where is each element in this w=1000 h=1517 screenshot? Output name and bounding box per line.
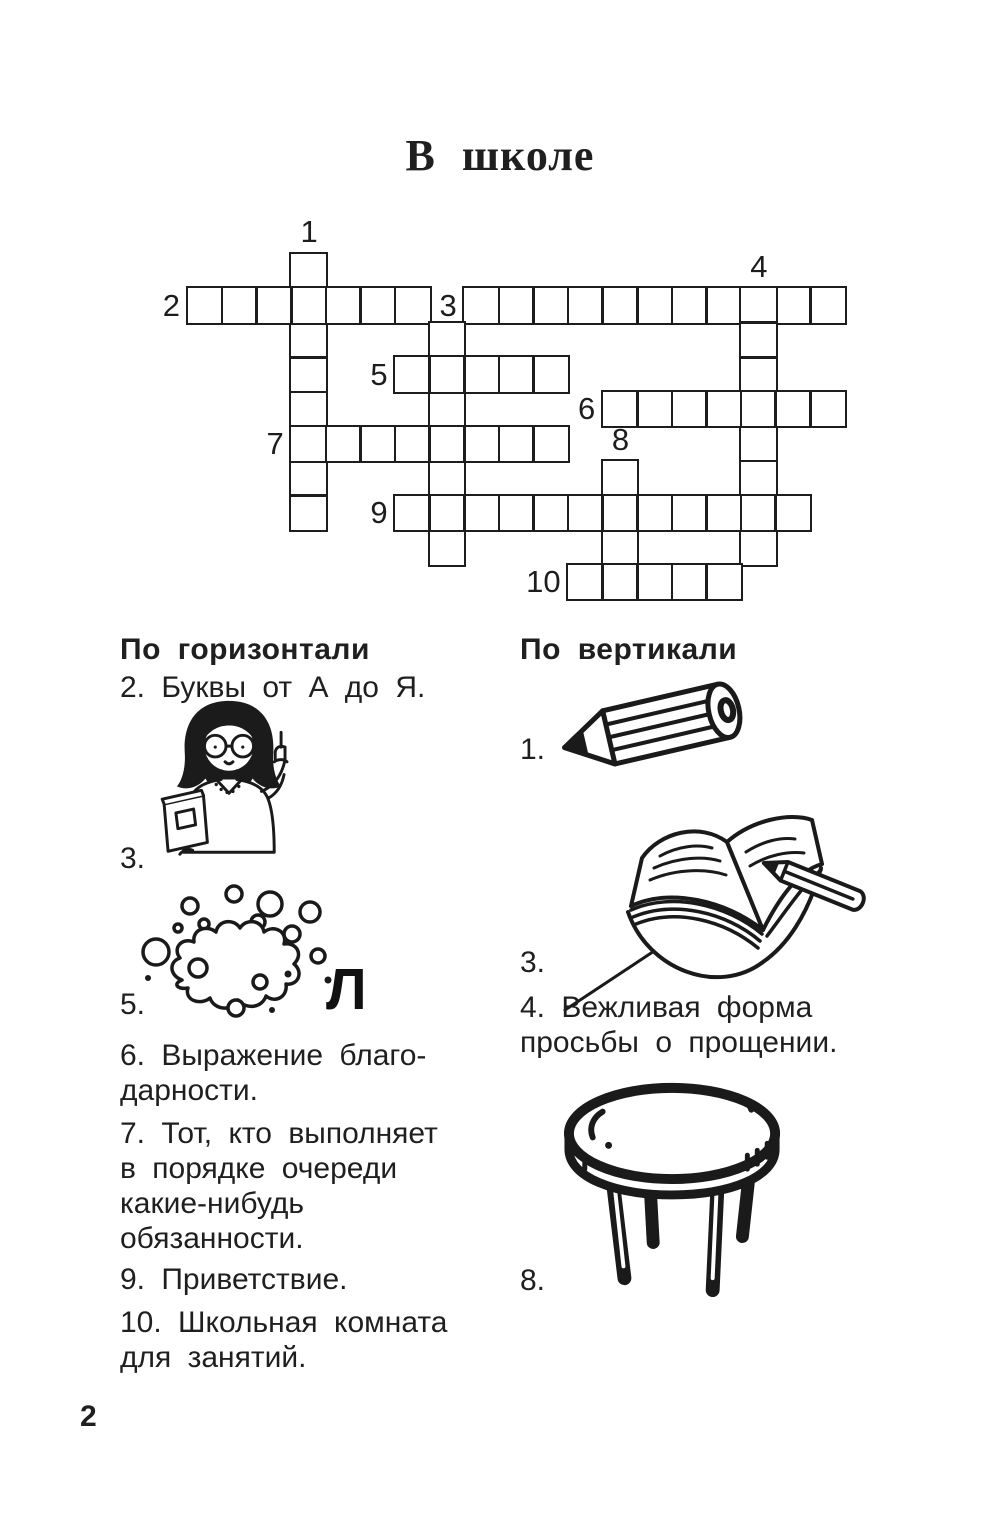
grid-number-7: 7: [266, 426, 284, 461]
stool-icon: [563, 1082, 781, 1298]
grid-number-3: 3: [439, 287, 457, 323]
across-clue3-number: 3.: [120, 842, 146, 875]
grid-number-4: 4: [750, 248, 768, 284]
down-clue3-number: 3.: [520, 946, 546, 979]
open-book-pencil-icon: [563, 815, 866, 1012]
down-clue8-image: [550, 1072, 800, 1300]
across-clue6-line-0: 6. Выражение благо-: [120, 1039, 427, 1072]
grid-number-6: 6: [577, 391, 596, 427]
grid-number-8: 8: [611, 421, 630, 457]
down-clue3-image: [548, 800, 888, 1020]
across-clue7-line-1: в порядке очереди: [120, 1152, 398, 1185]
pencil-icon: [562, 681, 743, 767]
grid-number-9: 9: [370, 495, 388, 531]
across-clue6-line-1: дарности.: [120, 1074, 258, 1107]
across-clue5-image: [140, 882, 340, 1022]
grid-number-2: 2: [162, 287, 180, 323]
down-clue1-number: 1.: [520, 733, 546, 766]
teacher-icon: [160, 700, 289, 856]
across-clue5-rebus-letter: Л: [326, 957, 367, 1022]
crossword-word-9-across: [393, 493, 813, 533]
down-heading: По вертикали: [520, 632, 737, 667]
grid-number-5: 5: [370, 356, 388, 392]
across-heading: По горизонтали: [120, 632, 370, 667]
across-clue5-number: 5.: [120, 988, 146, 1021]
across-clue3-image: [150, 696, 308, 868]
across-clue-7: 7. Тот, кто выполняет в порядке очереди …: [120, 1116, 438, 1256]
grid-number-10: 10: [526, 564, 561, 600]
across-clue-9: 9. Приветствие.: [120, 1262, 348, 1297]
crossword-word-6-across: [600, 389, 847, 429]
down-clue1-image: [552, 670, 764, 782]
across-clue7-line-0: 7. Тот, кто выполняет: [120, 1117, 438, 1150]
page-title: В школе: [405, 131, 595, 180]
across-heading-text: По горизонтали: [120, 633, 370, 666]
across-clue7-line-3: обязанности.: [120, 1222, 304, 1255]
across-clue-10: 10. Школьная комната для занятий.: [120, 1305, 447, 1375]
crossword-word-5-across: [393, 355, 571, 394]
crossword-word-3-across: [462, 286, 847, 325]
across-clue7-line-2: какие-нибудь: [120, 1187, 305, 1220]
across-clue2-line-0: 2. Буквы от А до Я.: [120, 671, 426, 704]
soap-foam-icon: [141, 884, 332, 1018]
across-clue10-line-0: 10. Школьная комната: [120, 1306, 448, 1339]
crossword-word-7-across: [289, 424, 571, 464]
crossword-grid: 1 2 3 4 5 6 7 8 9 10: [0, 0, 1000, 630]
grid-number-1: 1: [300, 214, 318, 249]
across-clue-6: 6. Выражение благо- дарности.: [120, 1038, 426, 1108]
across-clue10-line-1: для занятий.: [120, 1341, 307, 1374]
down-clue8-number: 8.: [520, 1264, 546, 1297]
page-number: 2: [80, 1400, 97, 1433]
across-clue-2: 2. Буквы от А до Я.: [120, 670, 425, 705]
down-clue4-line-1: просьбы о прощении.: [520, 1026, 838, 1059]
down-clue4-line-0: 4. Вежливая форма: [520, 991, 813, 1024]
across-clue9-line-0: 9. Приветствие.: [120, 1263, 348, 1296]
crossword-word-2-across: [185, 286, 432, 325]
crossword-word-10-across: [566, 562, 744, 602]
down-heading-text: По вертикали: [520, 633, 738, 666]
down-clue-4: 4. Вежливая форма просьбы о прощении.: [520, 990, 837, 1060]
